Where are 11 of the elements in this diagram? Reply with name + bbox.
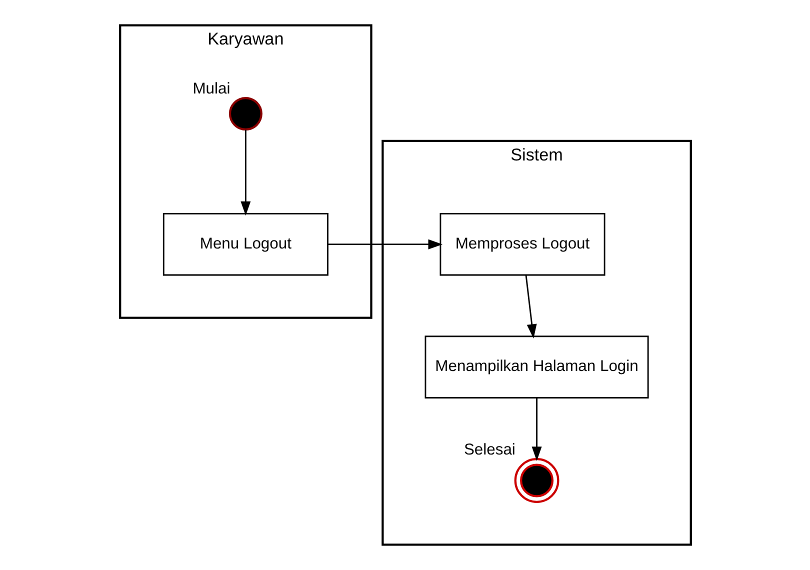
arrow: [531, 398, 542, 461]
arrow: [327, 239, 442, 250]
node-box: Menu Logout: [162, 212, 328, 276]
arrow: [240, 130, 250, 216]
node-label: Mulai: [192, 80, 230, 98]
node-circle: [228, 97, 262, 131]
node-box: Menampilkan Halaman Login: [424, 336, 648, 398]
node-label: Selesai: [463, 442, 515, 459]
node-circle: [514, 458, 559, 503]
arrow: [524, 275, 536, 338]
node-box: Memproses Logout: [439, 212, 605, 276]
